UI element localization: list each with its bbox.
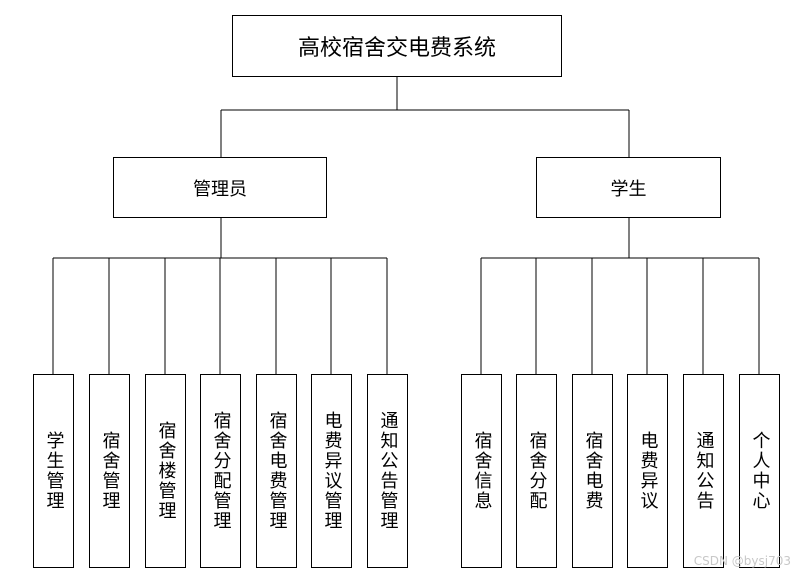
module-node: 宿舍电费管理	[256, 374, 297, 568]
module-label: 宿舍电费管理	[266, 411, 288, 531]
module-node: 宿舍管理	[89, 374, 130, 568]
root-label: 高校宿舍交电费系统	[297, 36, 496, 61]
role-node-student: 学生	[536, 157, 721, 218]
module-label: 学生管理	[43, 431, 65, 511]
module-node: 电费异议	[627, 374, 668, 568]
module-label: 通知公告	[693, 431, 715, 511]
module-label: 电费异议管理	[321, 411, 343, 531]
module-node: 宿舍分配管理	[200, 374, 241, 568]
role-label-admin: 管理员	[193, 178, 247, 200]
module-label: 个人中心	[749, 431, 771, 511]
module-label: 通知公告管理	[377, 411, 399, 531]
watermark: CSDN @bysj703	[693, 554, 791, 568]
module-label: 宿舍楼管理	[155, 421, 177, 521]
module-node: 学生管理	[33, 374, 74, 568]
module-label: 宿舍电费	[582, 431, 604, 511]
module-label: 宿舍分配	[526, 431, 548, 511]
module-label: 宿舍管理	[99, 431, 121, 511]
module-label: 宿舍分配管理	[210, 411, 232, 531]
module-node: 通知公告管理	[367, 374, 408, 568]
module-node: 电费异议管理	[311, 374, 352, 568]
module-label: 电费异议	[637, 431, 659, 511]
module-node: 宿舍信息	[461, 374, 502, 568]
module-label: 宿舍信息	[471, 431, 493, 511]
root-node: 高校宿舍交电费系统	[232, 15, 562, 77]
module-node: 宿舍电费	[572, 374, 613, 568]
role-label-student: 学生	[610, 178, 647, 200]
module-node: 个人中心	[739, 374, 780, 568]
module-node: 宿舍楼管理	[145, 374, 186, 568]
module-node: 宿舍分配	[516, 374, 557, 568]
module-node: 通知公告	[683, 374, 724, 568]
role-node-admin: 管理员	[113, 157, 327, 218]
